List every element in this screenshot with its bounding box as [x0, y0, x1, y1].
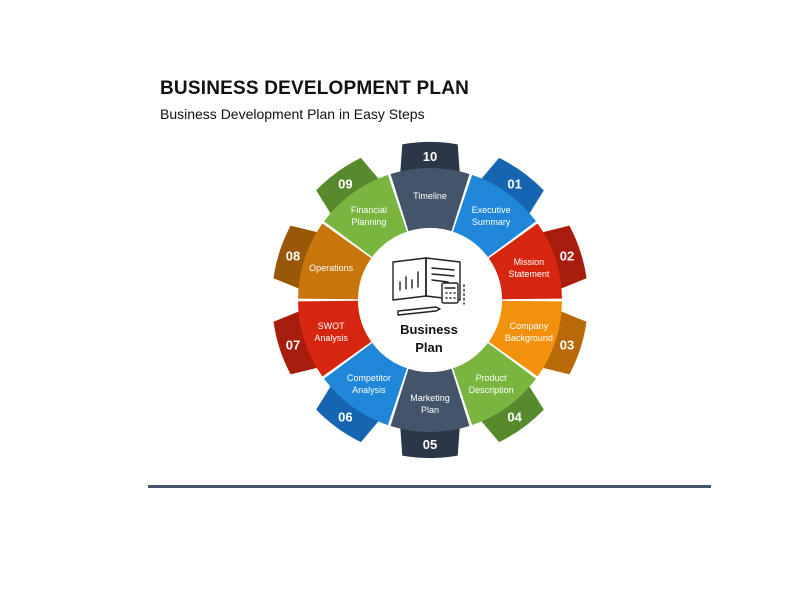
step-label: Financial [351, 205, 387, 215]
segment-wedge [390, 167, 470, 232]
segment-wedge [324, 342, 407, 426]
step-label: Analysis [352, 385, 386, 395]
center-hub: Business Plan [358, 228, 502, 372]
center-circle [358, 228, 502, 372]
step-number: 05 [423, 437, 437, 452]
step-label: SWOT [318, 321, 345, 331]
segment-tooth [316, 157, 388, 226]
bottom-rule [148, 485, 711, 488]
segment-wedge [298, 223, 372, 300]
segment-tooth [472, 157, 544, 226]
step-label: Company [510, 321, 549, 331]
segment-wedge [324, 174, 407, 258]
step-number: 10 [423, 149, 437, 164]
segment-tooth [316, 374, 388, 443]
segment-tooth [472, 374, 544, 443]
step-label: Timeline [413, 191, 447, 201]
step-number: 08 [286, 249, 300, 264]
gear-segments: 01ExecutiveSummary02MissionStatement03Co… [273, 141, 587, 459]
step-label: Planning [351, 217, 386, 227]
segment-wedge [298, 300, 372, 377]
segment-wedge [453, 342, 536, 426]
step-label: Competitor [347, 373, 391, 383]
step-label: Description [469, 385, 514, 395]
step-number: 09 [338, 177, 352, 192]
step-label: Executive [472, 205, 511, 215]
step-label: Summary [472, 217, 511, 227]
step-number: 04 [507, 410, 522, 425]
step-number: 02 [560, 249, 574, 264]
step-number: 07 [286, 338, 300, 353]
slide-title: BUSINESS DEVELOPMENT PLAN [160, 78, 470, 99]
step-label: Product [476, 373, 508, 383]
step-label: Statement [508, 269, 550, 279]
segment-wedge [488, 223, 562, 300]
segment-step-07: 07 SWOT Analysis [273, 300, 372, 377]
step-number: 01 [507, 177, 521, 192]
segment-wedge [488, 300, 562, 377]
step-label: Operations [309, 263, 354, 273]
business-plan-notebook-icon [392, 257, 465, 316]
step-label: Marketing [410, 393, 450, 403]
center-label-line1: Business [400, 322, 458, 337]
step-label: Mission [514, 257, 545, 267]
segment-wedge [390, 368, 470, 433]
step-number: 03 [560, 338, 574, 353]
segment-wedge [453, 174, 536, 258]
step-number: 06 [338, 410, 352, 425]
step-label: Analysis [314, 333, 348, 343]
step-label: Background [505, 333, 553, 343]
center-label-line2: Plan [415, 340, 443, 355]
slide-subtitle: Business Development Plan in Easy Steps [160, 106, 425, 122]
step-label: Plan [421, 405, 439, 415]
